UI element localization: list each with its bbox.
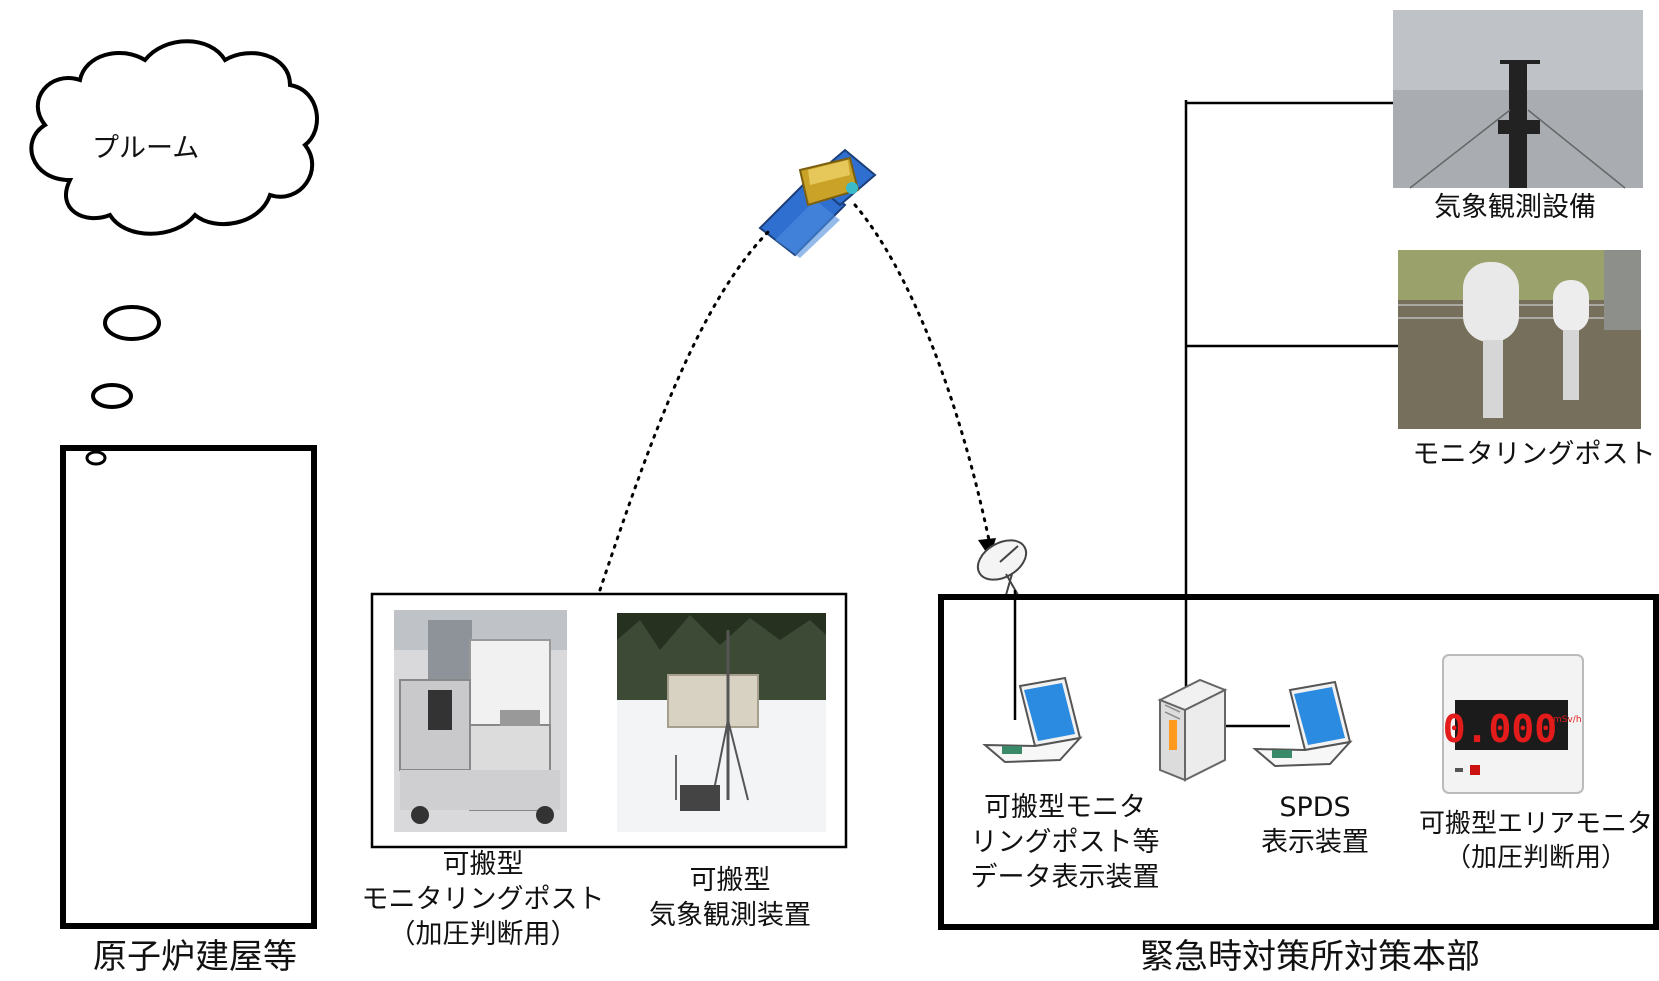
plume-bubble-large bbox=[103, 305, 161, 341]
portable-post-label-line1: 可搬型 bbox=[442, 849, 524, 880]
area-monitor-reading: 0.000 bbox=[1443, 707, 1557, 751]
satellite-icon bbox=[758, 148, 877, 258]
spds-label: SPDS 表示装置 bbox=[1245, 790, 1385, 860]
downlink-dotted-line bbox=[853, 203, 992, 547]
display-device-label-line3: データ表示装置 bbox=[970, 862, 1160, 894]
portable-post-label-line2: モニタリングポスト bbox=[361, 884, 605, 916]
hq-box bbox=[938, 594, 1659, 930]
server-tower-icon bbox=[1157, 678, 1228, 782]
portable-post-photo bbox=[394, 610, 567, 832]
plume-bubble-medium bbox=[91, 383, 133, 409]
monitoring-post-label: モニタリングポスト bbox=[1412, 439, 1656, 470]
area-monitor-label: 可搬型エリアモニタ （加圧判断用） bbox=[1413, 808, 1659, 876]
display-device-label-line1: 可搬型モニタ bbox=[984, 792, 1146, 823]
area-monitor-label-line2: （加圧判断用） bbox=[1444, 842, 1627, 873]
area-monitor-device bbox=[1442, 654, 1584, 794]
plume-bubble-small bbox=[85, 450, 107, 466]
area-monitor-label-line1: 可搬型エリアモニタ bbox=[1418, 809, 1653, 839]
monitoring-post-photo bbox=[1398, 250, 1641, 429]
portable-post-label: 可搬型 モニタリングポスト （加圧判断用） bbox=[358, 847, 608, 952]
portable-weather-label: 可搬型 気象観測装置 bbox=[630, 863, 830, 933]
laptop-icon-spds bbox=[1252, 680, 1353, 768]
plume-cloud bbox=[29, 39, 319, 236]
plume-label: プルーム bbox=[92, 133, 200, 164]
uplink-dotted-line bbox=[598, 228, 772, 592]
satellite-dish-icon bbox=[976, 539, 1028, 596]
portable-weather-photo bbox=[617, 613, 826, 832]
spds-label-line2: 表示装置 bbox=[1261, 827, 1369, 859]
display-device-label: 可搬型モニタ リングポスト等 データ表示装置 bbox=[960, 790, 1170, 895]
reactor-building-label: 原子炉建屋等 bbox=[93, 937, 297, 977]
spds-label-line1: SPDS bbox=[1279, 792, 1351, 823]
portable-post-label-line3: （加圧判断用） bbox=[388, 919, 578, 951]
display-device-label-line2: リングポスト等 bbox=[970, 827, 1160, 859]
area-monitor-unit: mSv/h bbox=[1553, 715, 1582, 725]
portable-weather-label-line2: 気象観測装置 bbox=[649, 900, 811, 932]
weather-equipment-label: 気象観測設備 bbox=[1434, 192, 1596, 223]
portable-equipment-box bbox=[370, 592, 848, 849]
portable-weather-label-line1: 可搬型 bbox=[689, 865, 771, 896]
laptop-icon-display bbox=[982, 676, 1083, 764]
reactor-building-box bbox=[60, 445, 317, 929]
hq-label: 緊急時対策所対策本部 bbox=[1140, 937, 1480, 977]
weather-equipment-photo bbox=[1393, 10, 1643, 189]
